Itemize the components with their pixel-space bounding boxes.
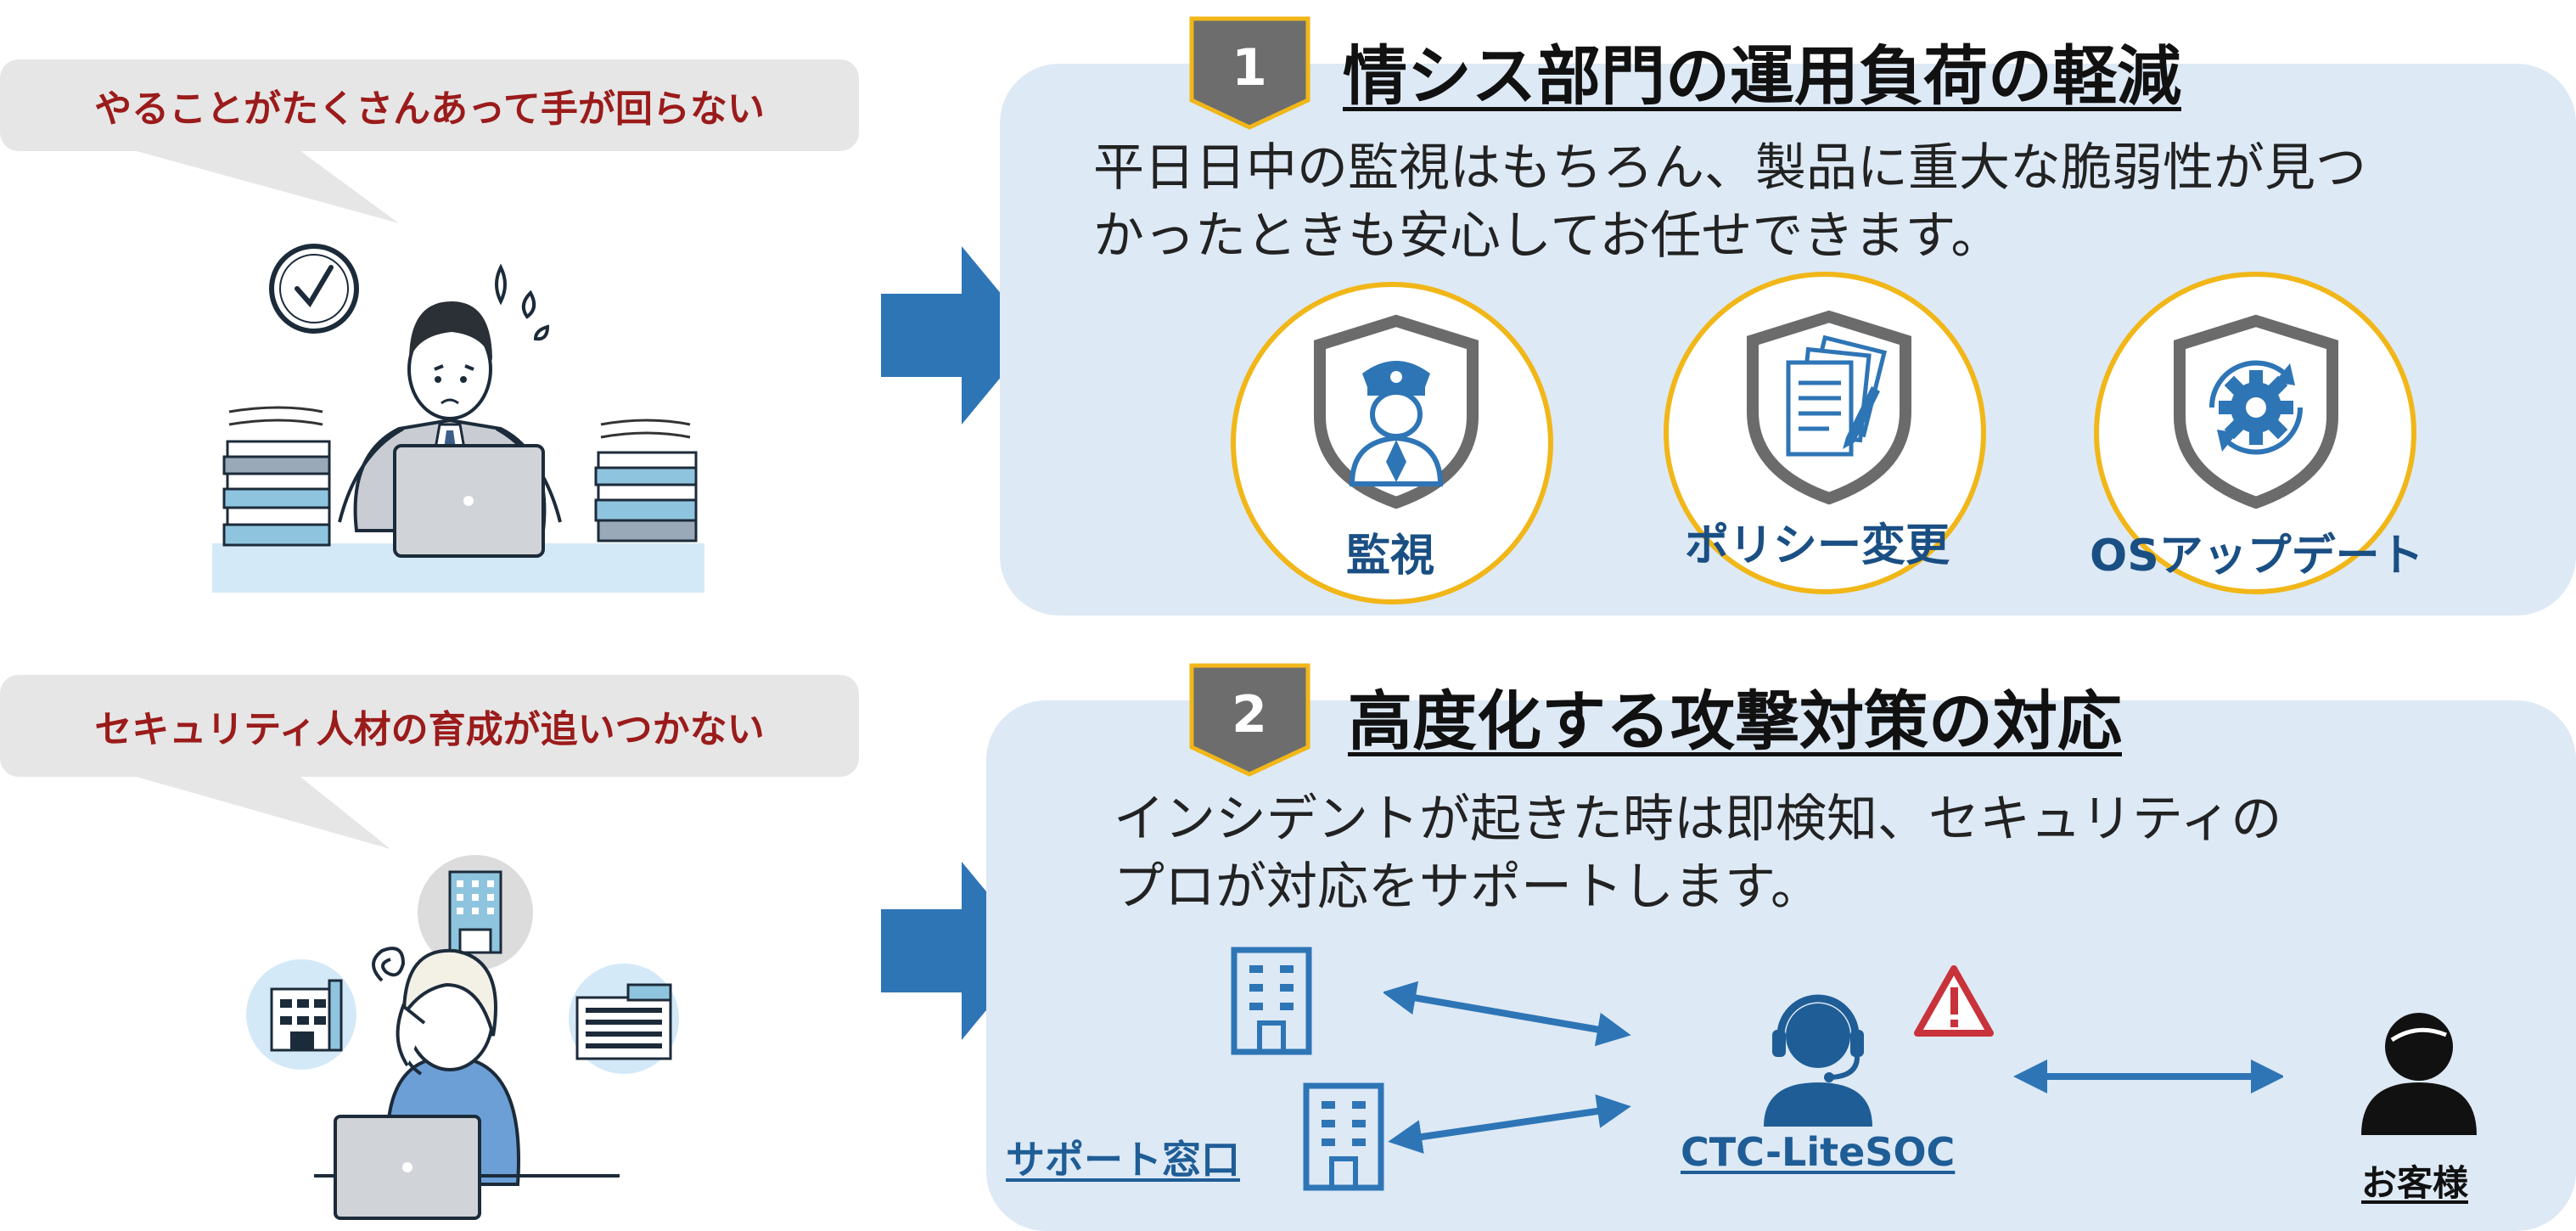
pain-bubble-1: やることがたくさんあって手が回らない bbox=[0, 59, 859, 151]
section-heading-2: 高度化する攻撃対策の対応 bbox=[1348, 683, 2122, 759]
soc-label: CTC-LiteSOC bbox=[1681, 1129, 1956, 1175]
feature-label-policy: ポリシー変更 bbox=[1685, 520, 1950, 571]
pain-text-1: やることがたくさんあって手が回らない bbox=[94, 87, 765, 131]
support-desk-label: サポート窓口 bbox=[1006, 1137, 1240, 1183]
section-heading-1: 情シス部門の運用負荷の軽減 bbox=[1343, 38, 2181, 114]
number-badge-1: 1 bbox=[1189, 16, 1310, 130]
worried-worker-illustration bbox=[246, 855, 679, 1220]
number-badge-2: 2 bbox=[1189, 663, 1310, 777]
office-building-icon-2 bbox=[1303, 1082, 1384, 1191]
arrow-right-1 bbox=[881, 246, 1035, 424]
bubble-tail-2 bbox=[127, 774, 390, 849]
customer-person-icon bbox=[2361, 1013, 2477, 1135]
feature-label-monitoring: 監視 bbox=[1346, 531, 1435, 582]
busy-worker-illustration bbox=[212, 244, 704, 593]
pain-bubble-2: セキュリティ人材の育成が追いつかない bbox=[0, 675, 859, 777]
gear-shield-icon bbox=[2174, 314, 2338, 509]
connector-arrows bbox=[1383, 981, 2283, 1154]
soc-operator-icon bbox=[1764, 994, 1872, 1127]
badge-number-1: 1 bbox=[1232, 38, 1267, 98]
section-desc-1-line1: 平日日中の監視はもちろん、製品に重大な脆弱性が見つ bbox=[1093, 138, 2366, 198]
document-shield-icon bbox=[1747, 310, 1911, 505]
pain-text-2: セキュリティ人材の育成が追いつかない bbox=[94, 708, 765, 751]
section-desc-2: インシデントが起きた時は即検知、セキュリティの プロが対応をサポートします。 bbox=[1114, 785, 2281, 921]
alert-warning-icon bbox=[1914, 965, 1994, 1037]
section-desc-1: 平日日中の監視はもちろん、製品に重大な脆弱性が見つ かったときも安心してお任せで… bbox=[1093, 134, 2366, 270]
section-desc-2-line2: プロが対応をサポートします。 bbox=[1114, 857, 1821, 917]
section-desc-1-line2: かったときも安心してお任せできます。 bbox=[1093, 206, 2002, 266]
feature-label-os-update: OSアップデート bbox=[2090, 531, 2424, 582]
customer-label: お客様 bbox=[2361, 1162, 2469, 1204]
bubble-tail-1 bbox=[127, 149, 399, 223]
section-desc-2-line1: インシデントが起きた時は即検知、セキュリティの bbox=[1114, 790, 2282, 849]
guard-shield-icon bbox=[1314, 314, 1479, 509]
badge-number-2: 2 bbox=[1232, 685, 1267, 745]
office-building-icon-1 bbox=[1231, 947, 1312, 1055]
